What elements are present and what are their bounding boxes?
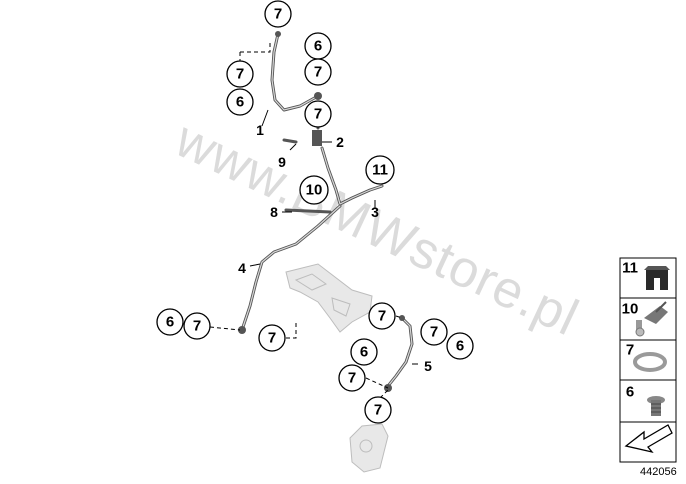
svg-text:7: 7 <box>314 64 322 81</box>
svg-text:10: 10 <box>306 182 323 199</box>
legend-number-6: 6 <box>626 384 634 401</box>
legend: 11 10 7 6 442056 <box>619 257 677 478</box>
callout-6: 6 <box>446 332 474 360</box>
callout-6: 6 <box>304 32 332 60</box>
label-2: 2 <box>336 134 344 150</box>
banjo-bolt-icon <box>647 396 665 416</box>
direction-arrow-icon <box>624 424 673 454</box>
callout-6: 6 <box>156 308 184 336</box>
callout-7: 7 <box>420 318 448 346</box>
callout-7: 7 <box>364 396 392 424</box>
label-4: 4 <box>238 260 246 276</box>
svg-text:6: 6 <box>166 314 174 331</box>
svg-text:6: 6 <box>314 38 322 55</box>
svg-text:11: 11 <box>372 162 388 179</box>
svg-text:7: 7 <box>430 324 438 341</box>
svg-text:7: 7 <box>268 330 276 347</box>
callout-7: 7 <box>304 58 332 86</box>
rubber-grommet-icon <box>644 266 670 290</box>
svg-text:6: 6 <box>456 338 464 355</box>
label-3: 3 <box>371 204 379 220</box>
callout-7: 7 <box>226 60 254 88</box>
svg-text:7: 7 <box>274 6 282 23</box>
label-9: 9 <box>278 154 286 170</box>
svg-text:7: 7 <box>314 106 322 123</box>
label-5: 5 <box>424 358 432 374</box>
callout-11: 11 <box>365 155 395 185</box>
brake-caliper-ghost <box>349 423 389 473</box>
callout-6: 6 <box>226 88 254 116</box>
svg-text:7: 7 <box>193 318 201 335</box>
label-8: 8 <box>270 204 278 220</box>
callout-7: 7 <box>264 0 292 28</box>
legend-number-10: 10 <box>622 301 639 318</box>
fork-bridge-ghost <box>285 263 373 333</box>
svg-text:6: 6 <box>236 94 244 111</box>
legend-number-11: 11 <box>622 260 638 277</box>
label-1: 1 <box>256 122 264 138</box>
leader-lines <box>209 40 418 399</box>
svg-text:7: 7 <box>374 402 382 419</box>
callout-7: 7 <box>183 312 211 340</box>
brake-lines <box>238 31 414 392</box>
callout-7: 7 <box>368 302 396 330</box>
svg-text:6: 6 <box>360 344 368 361</box>
callout-10: 10 <box>299 175 329 205</box>
callout-7: 7 <box>258 324 286 352</box>
legend-number-7: 7 <box>626 342 634 359</box>
callout-7: 7 <box>304 100 332 128</box>
svg-text:7: 7 <box>348 370 356 387</box>
svg-text:7: 7 <box>236 66 244 83</box>
svg-text:7: 7 <box>378 308 386 325</box>
hose-clip-icon <box>635 301 668 337</box>
distributor-2 <box>312 130 322 146</box>
brake-line-5 <box>386 316 414 388</box>
callout-6: 6 <box>350 338 378 366</box>
sealing-ring-icon <box>633 352 667 372</box>
diagram-number: 442056 <box>640 466 677 478</box>
callout-7: 7 <box>338 364 366 392</box>
